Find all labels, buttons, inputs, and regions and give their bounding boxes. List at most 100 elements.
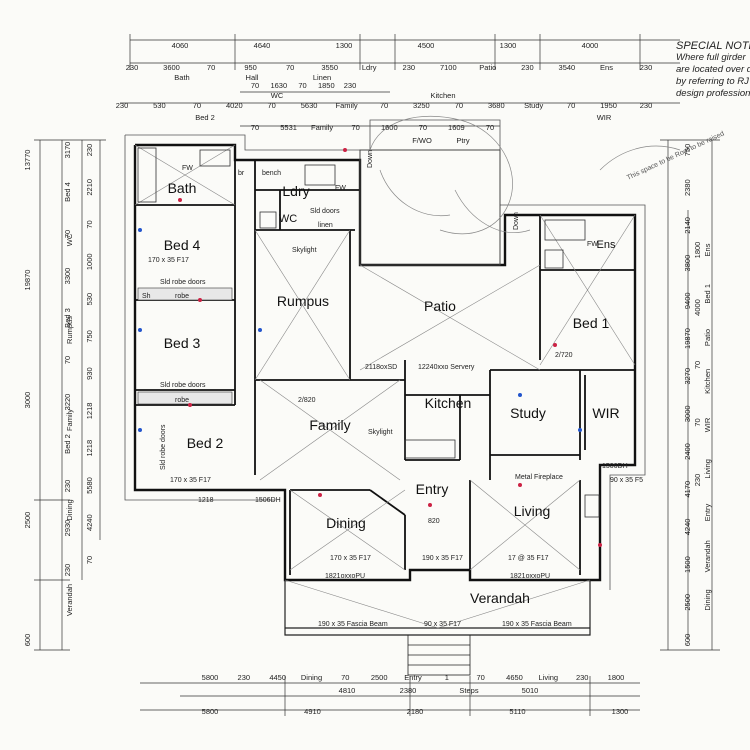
dims-bot1-3: Dining xyxy=(301,673,322,682)
dims-top5-4: 1600 xyxy=(381,123,398,132)
dims-bot1-2: 4450 xyxy=(269,673,286,682)
dims-right-2: 2140 xyxy=(683,217,692,234)
dims-left3-9: 5580 xyxy=(85,477,94,494)
labels-right-1: Bed 1 xyxy=(703,284,712,304)
patio-outline xyxy=(359,149,501,266)
special-note-title: SPECIAL NOTE xyxy=(676,40,750,52)
pu-label-2: 1821oxxoPU xyxy=(510,573,550,580)
labels-left-4: WC xyxy=(65,233,74,246)
dims-left3-0: 230 xyxy=(85,144,94,157)
dims-left2-8: 230 xyxy=(63,480,72,493)
dims-top1-5: 4000 xyxy=(582,41,599,50)
marker-dots-red xyxy=(178,148,602,547)
dims-bot3-3: 5110 xyxy=(509,707,525,716)
dims-top4-8: 3250 xyxy=(413,101,430,110)
dims-bot3-1: 4910 xyxy=(304,707,321,716)
dims-top4-12: 70 xyxy=(567,101,575,110)
f17-label-e: 17 @ 35 F17 xyxy=(508,555,549,562)
dims-top2-8: 7100 xyxy=(440,63,457,72)
special-note-line-1: Where full girder xyxy=(676,52,746,63)
dims-top2-2: 70 xyxy=(207,63,215,72)
dims-top4-0: 230 xyxy=(116,101,129,110)
dims-top2-9: Patio xyxy=(479,63,496,72)
labels-right-6: Entry xyxy=(703,504,712,522)
dims-bot2-0: 4810 xyxy=(339,686,356,695)
sld-robe-doors-label-2: Sld robe doors xyxy=(160,382,206,389)
labels-top3-1: Kitchen xyxy=(430,91,455,100)
dims-left3-11: 70 xyxy=(85,556,94,564)
dims-top4-1: 530 xyxy=(153,101,166,110)
dims-left3-5: 750 xyxy=(85,330,94,343)
dims-bot1-12: 1800 xyxy=(608,673,625,682)
dims-right-10: 4240 xyxy=(683,519,692,536)
dims-top4-5: 5630 xyxy=(301,101,318,110)
dims-left2-7: Bed 2 xyxy=(63,434,72,454)
metal-fireplace-label: Metal Fireplace xyxy=(515,474,563,481)
dims-left3-1: 2210 xyxy=(85,179,94,196)
dims-top2-7: 230 xyxy=(403,63,416,72)
dims-top5-2: Family xyxy=(311,123,333,132)
right-dimension-lines xyxy=(660,139,720,651)
dims-top1-2: 1300 xyxy=(336,41,353,50)
dims-right2-0: 1800 xyxy=(693,242,702,259)
dims-top2-12: Ens xyxy=(600,63,613,72)
down-label: Down xyxy=(367,150,374,168)
dims-right-11: 1500 xyxy=(683,556,692,573)
dims-bot1-1: 230 xyxy=(238,673,251,682)
room-label-family: Family xyxy=(309,417,350,433)
room-label-ldry: Ldry xyxy=(282,183,309,199)
dims-bot1-8: 70 xyxy=(477,673,485,682)
dims-top3-1: 1630 xyxy=(270,81,287,90)
labels-right-2: Patio xyxy=(703,329,712,346)
dims-top2-10: 230 xyxy=(521,63,534,72)
dims-left-0: 13770 xyxy=(23,150,32,171)
dims-right-7: 3000 xyxy=(683,405,692,422)
dims-top3-2: 70 xyxy=(298,81,306,90)
dims-top4-4: 70 xyxy=(268,101,276,110)
fascia-label-2: 90 x 35 F17 xyxy=(424,621,461,628)
dims-left3-6: 930 xyxy=(85,367,94,380)
sld-doors-label: Sld doors xyxy=(310,208,340,215)
dims-left2-6: 3220 xyxy=(63,394,72,411)
linen-label: linen xyxy=(318,222,333,229)
robe-label-2: robe xyxy=(175,397,189,404)
dims-left3-2: 70 xyxy=(85,220,94,228)
labels-left-3: Rumpus xyxy=(65,316,74,344)
dims-right-6: 3270 xyxy=(683,368,692,385)
dims-top1-3: 4500 xyxy=(418,41,435,50)
dims-bot2-3: 5010 xyxy=(522,686,539,695)
room-label-entry: Entry xyxy=(416,481,449,497)
dims-top2-5: 3550 xyxy=(321,63,338,72)
dims-left2-4: Bed 3 xyxy=(63,308,72,328)
robe-label-1: robe xyxy=(175,293,189,300)
interior-walls xyxy=(135,145,635,575)
room-label-bed3: Bed 3 xyxy=(164,335,201,351)
dims-left3-8: 1218 xyxy=(85,440,94,457)
dims-right2-2: 70 xyxy=(693,361,702,369)
dims-top3-4: 230 xyxy=(344,81,357,90)
dims-bot1-7: 1 xyxy=(445,673,449,682)
dims-top4-11: Study xyxy=(524,101,543,110)
dims-left3-3: 1000 xyxy=(85,253,94,270)
door-2720-label: 2/720 xyxy=(555,352,573,359)
door-1218-label: 1218 xyxy=(198,497,214,504)
special-note: SPECIAL NOTE Where full girder are locat… xyxy=(676,40,750,100)
br-label: br xyxy=(238,170,245,177)
special-note-line-3: by referring to RJ xyxy=(676,76,749,87)
special-note-line-2: are located over d xyxy=(676,64,750,75)
dims-top5-6: 1609 xyxy=(448,123,465,132)
labels-top2b-2: Linen xyxy=(313,73,331,82)
f17-label-d: 190 x 35 F17 xyxy=(422,555,463,562)
dims-top1-1: 4640 xyxy=(254,41,271,50)
dims-left2-0: 3170 xyxy=(63,142,72,159)
labels-right-7: Verandah xyxy=(703,540,712,572)
dims-left2-3: 3300 xyxy=(63,268,72,285)
dims-right-8: 2400 xyxy=(683,443,692,460)
f17-label-b: 170 x 35 F17 xyxy=(170,477,211,484)
room-label-bed4: Bed 4 xyxy=(164,237,201,253)
dims-top4-13: 1950 xyxy=(600,101,617,110)
dims-top2-4: 70 xyxy=(286,63,294,72)
dims-top2-6: Ldry xyxy=(362,63,377,72)
skylight-label: Skylight xyxy=(292,247,317,254)
